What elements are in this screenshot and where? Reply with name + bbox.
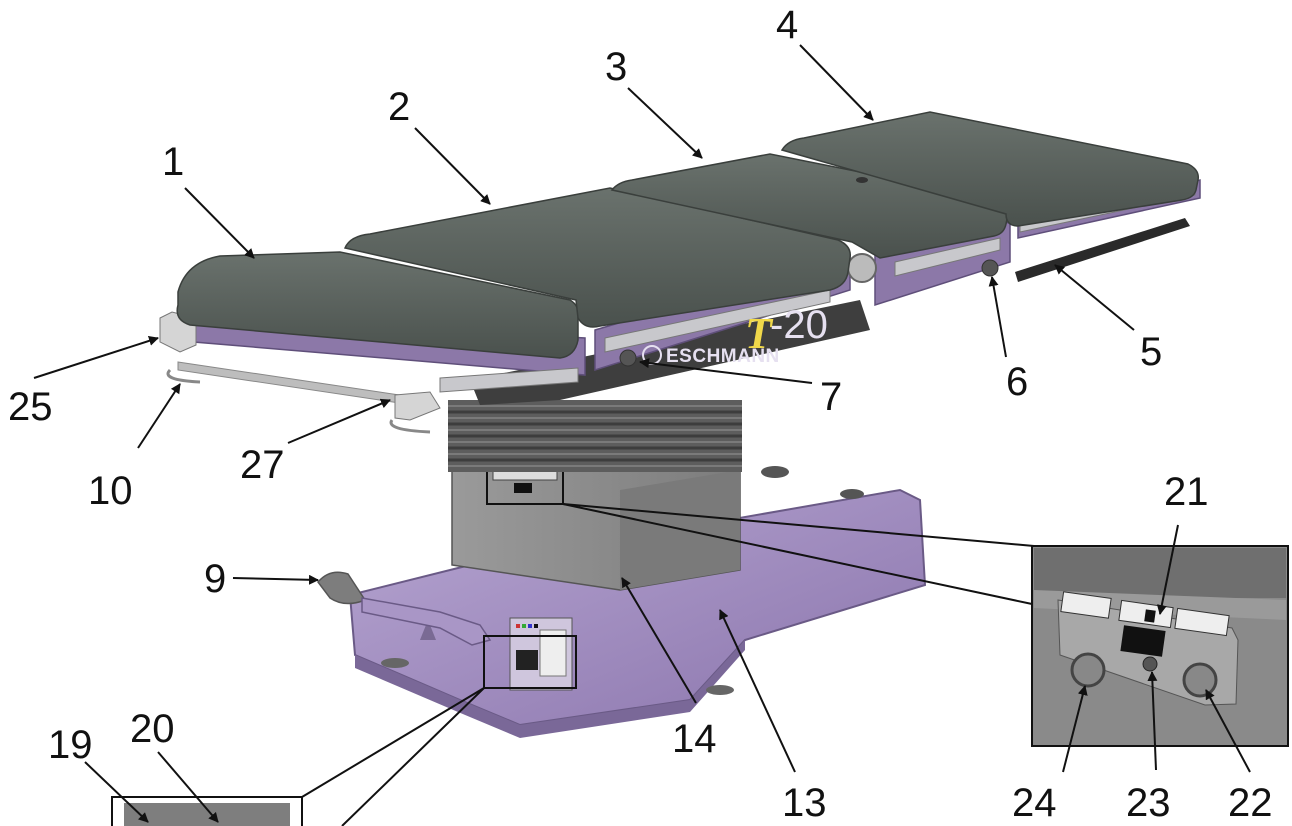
callout-21: 21 [1164, 470, 1209, 514]
brand-logo: ESCHMANN T -20 [642, 303, 828, 367]
callout-19: 19 [48, 723, 93, 767]
callout-9: 9 [204, 557, 226, 601]
callout-1: 1 [162, 140, 184, 184]
leader-lines [33, 44, 1251, 826]
pad-section-1 [176, 251, 580, 359]
callout-23: 23 [1126, 781, 1171, 825]
callout-14: 14 [672, 717, 717, 761]
callout-25: 25 [8, 385, 53, 429]
bellows [448, 400, 742, 472]
callout-13: 13 [782, 781, 827, 825]
detail-inset-connector-panel [111, 796, 303, 826]
joint-knob-center [847, 253, 877, 283]
callout-20: 20 [130, 707, 175, 751]
detail-inset-control-panel [1031, 545, 1289, 747]
model-letter: T [745, 309, 774, 358]
callout-27: 27 [240, 443, 285, 487]
model-number: -20 [770, 303, 828, 347]
callout-10: 10 [88, 469, 133, 513]
pad-hole [856, 177, 868, 183]
callout-7: 7 [820, 375, 842, 419]
head-end-bar [159, 311, 441, 434]
connector-highlight-box [483, 635, 577, 689]
callout-3: 3 [605, 45, 627, 89]
pad-section-4 [780, 111, 1200, 227]
foot-pedal [317, 571, 492, 646]
joint-knob-7 [619, 349, 637, 367]
callout-24: 24 [1012, 781, 1057, 825]
base-foot-rear [761, 466, 789, 478]
brand-name: ESCHMANN [666, 346, 780, 367]
base-foot-right [840, 489, 864, 499]
callout-2: 2 [388, 85, 410, 129]
callout-6: 6 [1006, 360, 1028, 404]
pad-section-2 [343, 187, 851, 328]
callout-4: 4 [776, 3, 798, 47]
connector-panel [509, 617, 573, 691]
table-base [348, 488, 927, 738]
joint-knob-6 [981, 259, 999, 277]
callout-22: 22 [1228, 781, 1273, 825]
callout-5: 5 [1140, 330, 1162, 374]
